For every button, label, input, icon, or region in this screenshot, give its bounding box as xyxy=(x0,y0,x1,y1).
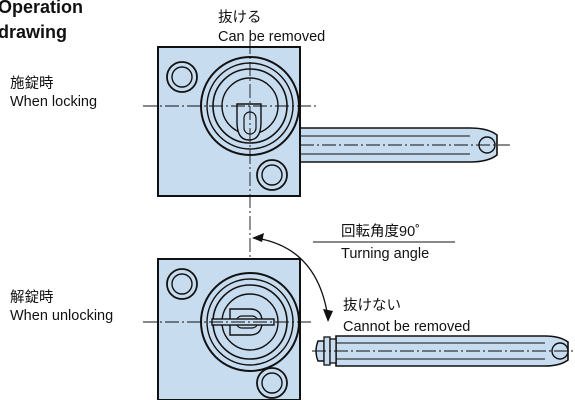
unlocking-label-jp: 解錠時 xyxy=(10,289,54,306)
bottom-note-en: Cannot be removed xyxy=(343,319,470,335)
bottom-note-jp: 抜けない xyxy=(343,297,401,314)
locking-label-jp: 施錠時 xyxy=(10,75,54,92)
unlocking-mount-hole-bottomright xyxy=(256,367,288,399)
turning-angle-arc xyxy=(255,237,329,319)
angle-label-jp: 回転角度90˚ xyxy=(341,223,420,240)
angle-label-en: Turning angle xyxy=(341,246,429,262)
locking-mount-hole-bottomright xyxy=(256,159,288,191)
locking-mount-hole-topleft xyxy=(166,61,198,93)
unlocking-assembly xyxy=(143,258,575,400)
unlocking-key-shaft xyxy=(315,335,569,367)
turning-angle-arrowhead-top xyxy=(252,233,264,242)
unlocking-mount-hole-topleft xyxy=(166,268,198,300)
unlocking-label-en: When unlocking xyxy=(10,308,113,324)
locking-assembly xyxy=(143,46,510,197)
top-note-en: Can be removed xyxy=(218,29,325,45)
turning-angle-arrowhead-bottom xyxy=(323,309,333,322)
top-note-jp: 抜ける xyxy=(218,9,262,26)
turning-angle-annotation: 回転角度90˚ Turning angle xyxy=(252,223,455,322)
locking-label-en: When locking xyxy=(10,94,97,110)
title-line-2: drawing xyxy=(0,22,67,42)
title-line-1: Operation xyxy=(0,0,83,17)
